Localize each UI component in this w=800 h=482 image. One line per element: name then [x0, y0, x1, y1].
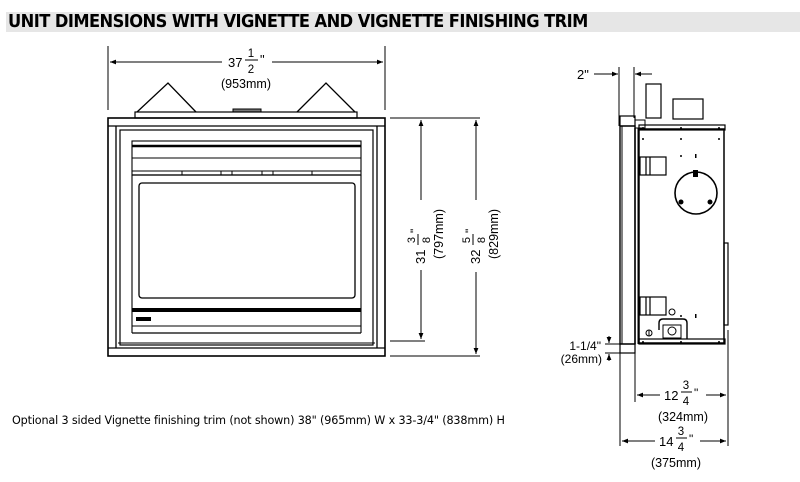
gas-valve — [658, 318, 688, 339]
svg-text:32: 32 — [468, 250, 483, 264]
svg-text:(953mm): (953mm) — [221, 77, 271, 91]
svg-text:5: 5 — [461, 237, 473, 243]
svg-text:(829mm): (829mm) — [487, 209, 501, 259]
left-vent-triangle — [136, 82, 197, 113]
svg-text:8: 8 — [476, 237, 488, 243]
trim-thickness-label: 1-1/4" (26mm) — [561, 339, 602, 366]
top-box — [672, 98, 704, 120]
svg-text:(324mm): (324mm) — [658, 410, 708, 424]
inner-height-dimension-label: 31 3 8 " (797mm) — [406, 209, 446, 264]
svg-text:(797mm): (797mm) — [432, 209, 446, 259]
svg-text:31: 31 — [413, 250, 428, 264]
svg-text:8: 8 — [421, 237, 433, 243]
svg-text:(375mm): (375mm) — [651, 456, 701, 470]
vignette-frame — [119, 129, 374, 346]
front-view — [107, 46, 480, 357]
overall-depth-label: 14 3 4 " (375mm) — [651, 426, 701, 470]
page-title: UNIT DIMENSIONS WITH VIGNETTE AND VIGNET… — [8, 12, 588, 32]
svg-text:37: 37 — [228, 55, 242, 70]
upper-bracket — [639, 156, 667, 176]
svg-text:1-1/4": 1-1/4" — [569, 339, 601, 353]
svg-text:": " — [408, 229, 422, 233]
outer-trim — [107, 117, 386, 357]
trim-note: Optional 3 sided Vignette finishing trim… — [12, 414, 505, 427]
width-dimension-label: 37 1 2 " (953mm) — [221, 48, 271, 91]
vent-pipe — [645, 83, 662, 119]
svg-text:3: 3 — [683, 380, 689, 392]
logo-badge — [136, 317, 151, 321]
svg-text:4: 4 — [683, 396, 690, 408]
svg-text:12: 12 — [664, 388, 678, 403]
svg-text:": " — [463, 229, 477, 233]
svg-text:": " — [260, 52, 265, 67]
top-gap-label: 2" — [577, 67, 589, 82]
svg-text:": " — [689, 432, 693, 446]
svg-text:1: 1 — [248, 48, 254, 60]
lower-bracket — [639, 296, 667, 316]
svg-text:2: 2 — [248, 64, 254, 76]
side-view — [594, 67, 729, 446]
glass-window — [138, 182, 356, 299]
outer-height-dimension-label: 32 5 8 " (829mm) — [461, 209, 501, 264]
depth-label: 12 3 4 " (324mm) — [658, 380, 708, 424]
lower-louvre-bar — [132, 308, 361, 312]
right-vent-triangle — [296, 82, 356, 113]
svg-text:": " — [694, 386, 698, 400]
title-bar: UNIT DIMENSIONS WITH VIGNETTE AND VIGNET… — [6, 12, 800, 32]
svg-text:14: 14 — [659, 434, 673, 449]
svg-text:3: 3 — [678, 426, 684, 438]
firebox-body — [638, 128, 725, 344]
vent-knockout — [674, 171, 718, 215]
svg-text:(26mm): (26mm) — [561, 352, 602, 366]
svg-text:3: 3 — [406, 237, 418, 243]
svg-text:4: 4 — [678, 442, 685, 454]
